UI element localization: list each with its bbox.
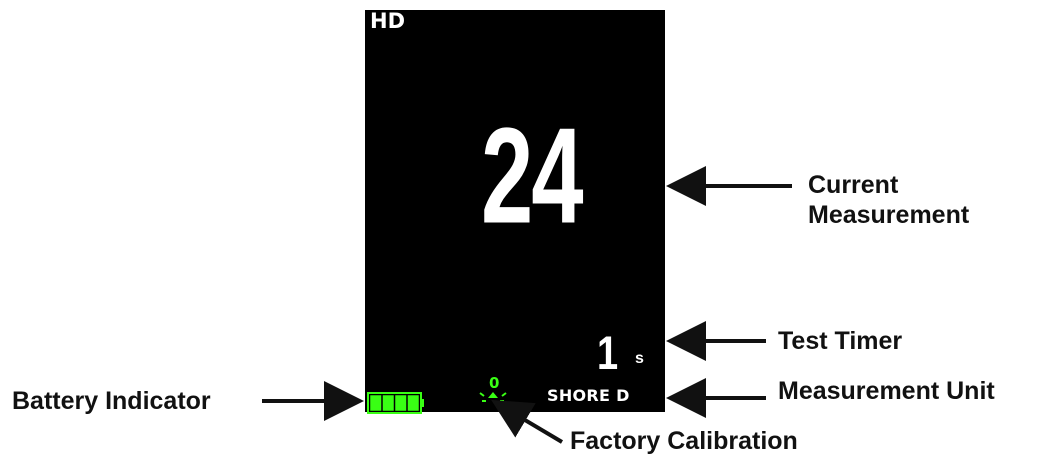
callout-battery-indicator: Battery Indicator <box>12 387 211 415</box>
callout-current-measurement: Current Measurement <box>808 170 969 230</box>
calibration-code: 0 <box>489 374 499 392</box>
callout-current-line-2: Measurement <box>808 201 970 229</box>
measurement-unit-label: SHORE D <box>547 386 630 405</box>
callout-measurement-unit: Measurement Unit <box>778 377 995 405</box>
callout-current-line-1: Current <box>808 171 899 199</box>
device-screen: HD 24 1 s SHORE D 0 <box>365 9 665 414</box>
battery-cell <box>407 395 419 411</box>
test-timer-value: 1 <box>597 327 619 380</box>
battery-icon <box>367 392 424 414</box>
callout-test-timer: Test Timer <box>778 327 903 355</box>
arrow-icon <box>491 399 564 444</box>
callout-factory-calibration: Factory Calibration <box>570 427 798 455</box>
mode-label: HD <box>370 9 406 33</box>
test-timer-unit: s <box>635 350 644 367</box>
battery-cell <box>382 395 394 411</box>
current-measurement-value: 24 <box>481 99 584 252</box>
battery-cell <box>395 395 407 411</box>
battery-cell <box>370 395 382 411</box>
